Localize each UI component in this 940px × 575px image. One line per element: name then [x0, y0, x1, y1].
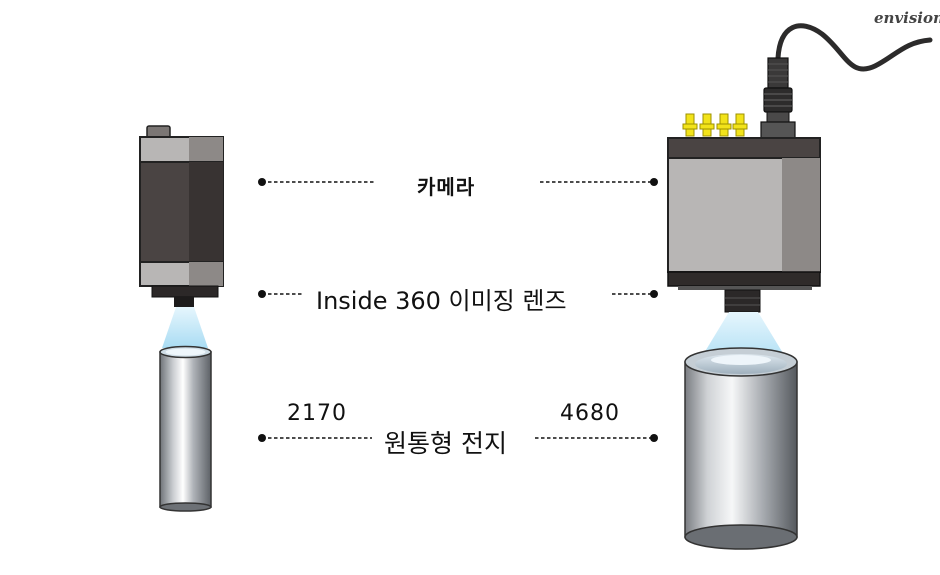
cable-connector [767, 57, 789, 89]
lens-label: Inside 360 이미징 렌즈 [316, 287, 567, 315]
yellow-connectors [682, 113, 748, 137]
leader-lines [262, 181, 654, 439]
large-camera [667, 23, 933, 313]
small-camera-mount [151, 285, 219, 298]
large-cell-size-label: 4680 [560, 401, 620, 426]
small-light-cone [162, 307, 208, 348]
camera-label: 카메라 [417, 175, 476, 199]
envision-logo: envision [874, 9, 940, 27]
large-cylinder-4680 [684, 347, 798, 550]
cylindrical-cell-label: 원통형 전지 [384, 429, 507, 458]
small-cylinder-2170 [159, 345, 212, 512]
camera-cable [775, 23, 933, 72]
small-cell-size-label: 2170 [287, 401, 347, 426]
leader-dots [258, 178, 658, 442]
large-lens [724, 289, 761, 313]
large-camera-top-cap [667, 137, 821, 159]
small-camera [139, 125, 224, 307]
large-camera-bottom-cap [667, 271, 821, 287]
small-lens [174, 297, 194, 307]
